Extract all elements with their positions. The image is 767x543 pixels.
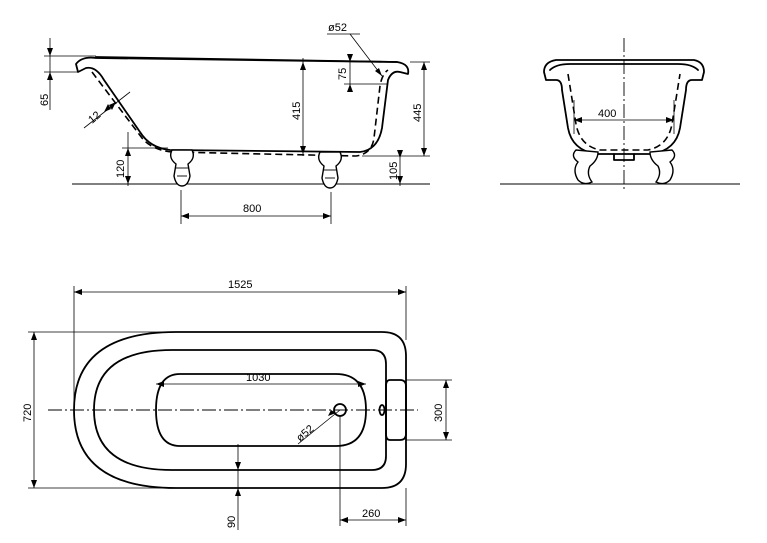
side-tub-outline — [75, 56, 410, 153]
dim-leg-spacing: 800 — [243, 203, 261, 215]
dim-overall-length: 1525 — [228, 279, 252, 291]
side-inner-dashed — [91, 69, 389, 157]
plan-view: 1525 720 1030 ø52 300 90 — [22, 279, 452, 530]
plan-basin-bottom — [155, 373, 367, 447]
dim-base-height: 120 — [115, 160, 127, 178]
dim-drain-offset: 260 — [362, 508, 380, 520]
dim-inner-depth: 415 — [291, 102, 303, 120]
dim-basin-length: 1030 — [246, 372, 270, 384]
dim-rim-drop: 75 — [337, 68, 349, 80]
side-view: 65 12 120 415 ø52 75 445 — [39, 22, 430, 224]
dim-leg-height: 105 — [388, 162, 400, 180]
end-left-foot — [572, 149, 599, 185]
end-right-foot — [649, 149, 676, 185]
dim-wall: 12 — [86, 109, 103, 126]
side-rim-top — [95, 56, 398, 63]
dim-side-drain-dia: ø52 — [328, 22, 347, 34]
end-inner-dashed — [567, 73, 681, 151]
dim-basin-width: 400 — [598, 108, 616, 120]
plan-inner-rim — [93, 349, 387, 471]
dim-headrest-width: 300 — [433, 404, 445, 422]
dim-rim-offset: 90 — [226, 516, 238, 528]
plan-outer-rim — [73, 331, 407, 489]
end-view: 400 — [500, 38, 740, 192]
side-left-foot — [169, 149, 195, 187]
side-right-foot — [317, 151, 343, 189]
dim-overall-width: 720 — [22, 404, 34, 422]
dim-plan-drain-dia: ø52 — [294, 423, 316, 444]
dim-rim-height: 65 — [39, 94, 51, 106]
dim-overall-height: 445 — [412, 104, 424, 122]
plan-headrest — [385, 379, 407, 441]
